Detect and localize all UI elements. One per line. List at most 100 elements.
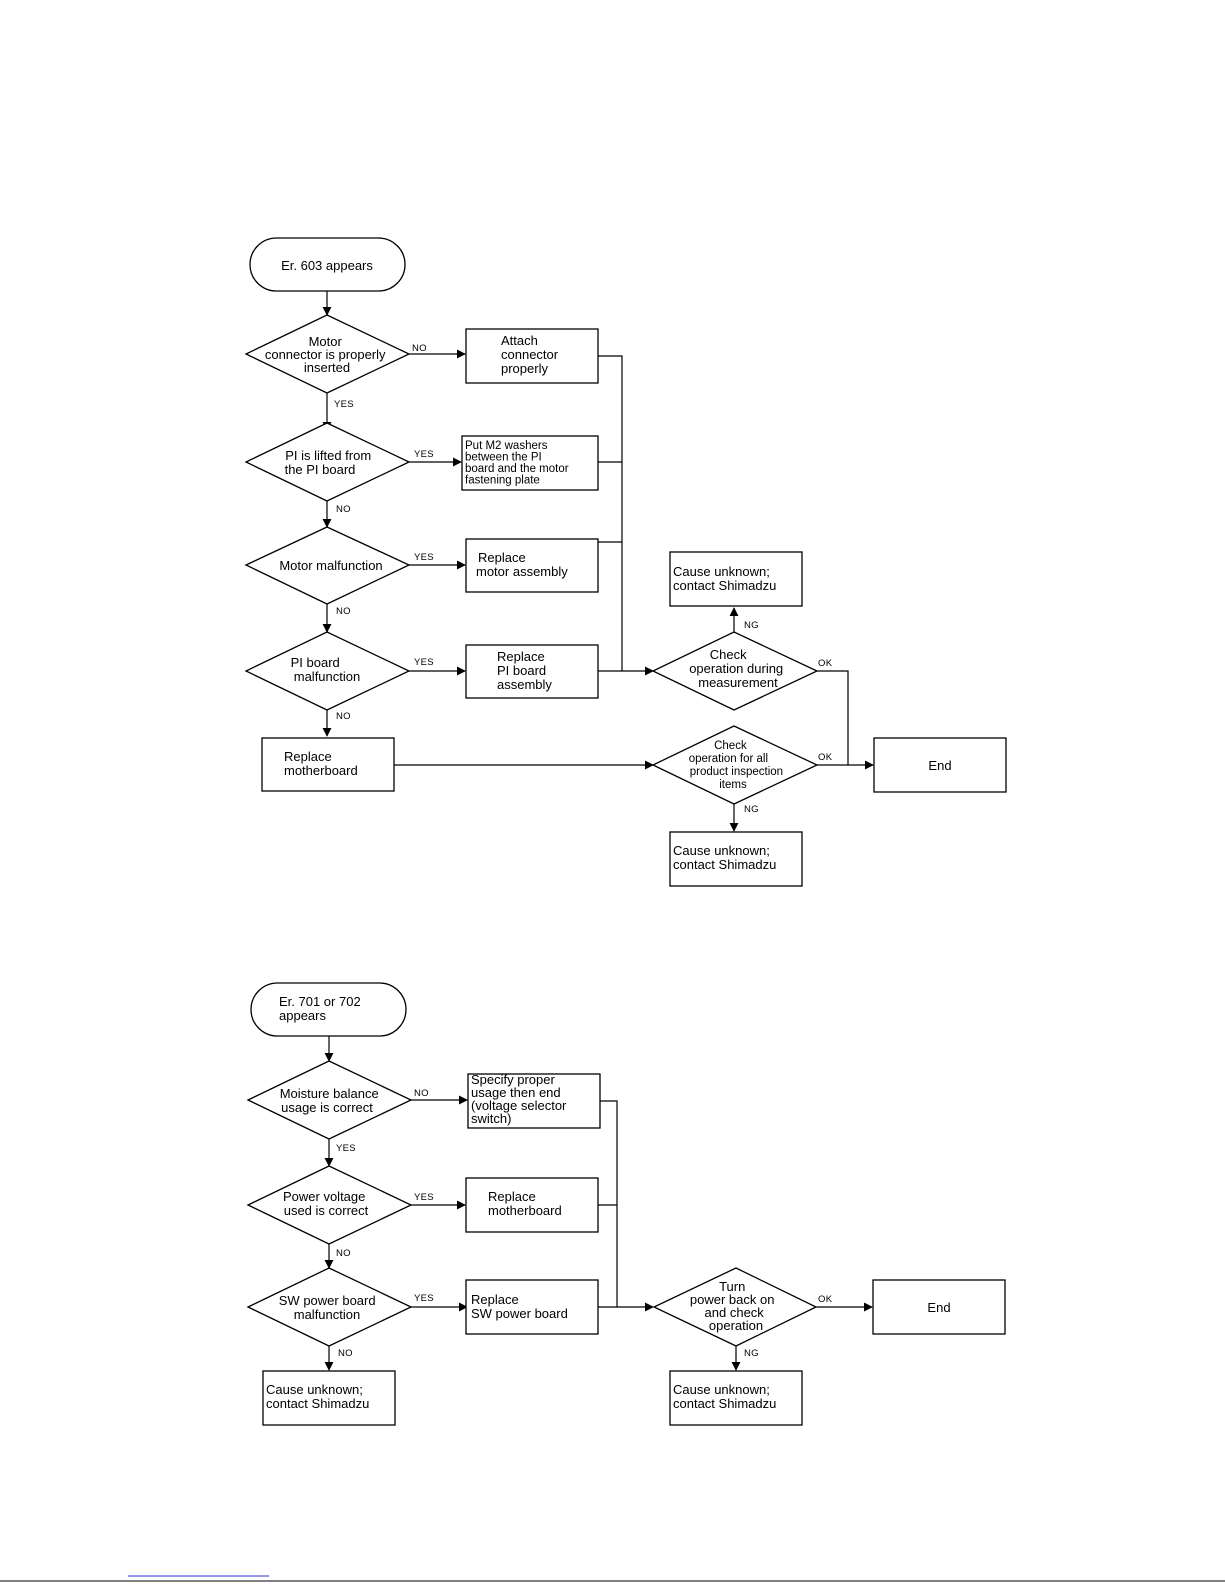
start-terminator (250, 982, 407, 1037)
process-text: Replace motherboard (488, 1189, 562, 1218)
text-line: Motor malfunction (279, 558, 382, 573)
text-line: fastening plate (465, 475, 540, 487)
text-line: Put M2 washers (465, 440, 548, 452)
edge-labels-er603: NO YES YES NO YES NO YES NO NG OK OK NG (334, 343, 833, 815)
text-line: Er. 701 or 702 (279, 994, 361, 1009)
process-box (465, 328, 599, 384)
text-line: operation for all (689, 753, 768, 765)
start-terminator (249, 237, 406, 292)
text-line: appears (279, 1008, 326, 1023)
text-line: Check (710, 647, 747, 662)
label-yes: YES (334, 399, 354, 410)
text-line: Cause unknown; (266, 1382, 363, 1397)
text-line: Replace (497, 649, 545, 664)
process-text: Put M2 washers between the PI board and … (465, 440, 572, 487)
process-cause-unknown-top: Cause unknown; contact Shimadzu (669, 551, 803, 607)
label-ok: OK (818, 1294, 833, 1305)
flowchart-er701-702: NO YES YES NO YES NO OK NG Er. 701 or 70… (246, 982, 1006, 1426)
text-line: product inspection (690, 766, 783, 778)
text-line: Cause unknown; (673, 564, 770, 579)
text-line: operation during (689, 661, 783, 676)
label-ok: OK (818, 658, 833, 669)
process-box (467, 1073, 601, 1129)
decision-diamond (651, 725, 819, 805)
text-line: between the PI (465, 452, 542, 464)
end-er701: End (872, 1279, 1006, 1335)
text-line: board and the motor (465, 463, 569, 475)
text-line: Cause unknown; (673, 1382, 770, 1397)
text-line: connector is properly (265, 347, 386, 362)
process-text: Cause unknown; contact Shimadzu (673, 564, 776, 593)
decision-motor-connector: Motor connector is properly inserted (244, 314, 411, 394)
decision-text: PI board malfunction (291, 655, 361, 684)
decision-text: Power voltage used is correct (283, 1189, 369, 1218)
edges-er603 (322, 291, 874, 832)
label-yes: YES (414, 657, 434, 668)
page-footer (0, 1575, 1225, 1582)
decision-diamond (651, 631, 819, 711)
text-line: malfunction (294, 1307, 360, 1322)
text-line: items (719, 779, 747, 791)
process-text: Cause unknown; contact Shimadzu (673, 843, 776, 872)
edges-er701 (324, 1036, 873, 1371)
process-replace-motor: Replace motor assembly (465, 538, 599, 593)
text-line: the PI board (285, 462, 356, 477)
process-text: Replace motor assembly (476, 550, 568, 579)
edge-check-measurement-ok (817, 670, 849, 765)
text-line: Motor (309, 334, 343, 349)
decision-diamond (246, 1060, 413, 1140)
text-line: Replace (471, 1292, 519, 1307)
text-line: properly (501, 361, 548, 376)
end-text: End (927, 1300, 950, 1315)
text-line: Turn (719, 1279, 745, 1294)
start-er701: Er. 701 or 702 appears (250, 982, 407, 1037)
edge-labels-er701: NO YES YES NO YES NO OK NG (336, 1088, 833, 1359)
decision-text: Turn power back on and check operation (690, 1279, 778, 1333)
text-line: Replace (478, 550, 526, 565)
text-line: operation (709, 1318, 763, 1333)
text-line: switch) (471, 1111, 511, 1126)
end-er603: End (873, 737, 1007, 793)
text-line: malfunction (294, 669, 360, 684)
label-no: NO (336, 711, 351, 722)
decision-text: SW power board malfunction (279, 1293, 379, 1322)
process-replace-pi-board: Replace PI board assembly (465, 644, 599, 699)
decision-pi-board: PI board malfunction (244, 631, 411, 711)
text-line: usage is correct (281, 1100, 373, 1115)
process-replace-sw-board: Replace SW power board (465, 1279, 599, 1335)
text-line: PI is lifted from (285, 448, 371, 463)
text-line: assembly (497, 677, 552, 692)
process-text: Cause unknown; contact Shimadzu (266, 1382, 369, 1411)
text-line: used is correct (284, 1203, 369, 1218)
decision-text: PI is lifted from the PI board (285, 448, 375, 477)
process-put-washers: Put M2 washers between the PI board and … (461, 435, 599, 491)
process-box (465, 644, 599, 699)
label-no: NO (336, 1248, 351, 1259)
process-box (465, 538, 599, 593)
text-line: Moisture balance (280, 1086, 379, 1101)
process-box (461, 435, 599, 491)
label-yes: YES (414, 449, 434, 460)
decision-text: Motor malfunction (279, 558, 382, 573)
text-line: power back on (690, 1292, 775, 1307)
decision-diamond (246, 1267, 413, 1347)
end-box (872, 1279, 1006, 1335)
label-ng: NG (744, 620, 759, 631)
text-line: connector (501, 347, 559, 362)
decision-diamond (244, 631, 411, 711)
process-text: Replace motherboard (284, 749, 358, 778)
process-box (465, 1177, 599, 1233)
edge-bus-collector (600, 1100, 618, 1307)
text-line: Replace (488, 1189, 536, 1204)
decision-text: Moisture balance usage is correct (280, 1086, 383, 1115)
text-line: PI board (291, 655, 340, 670)
process-box (669, 551, 803, 607)
text-line: motor assembly (476, 564, 568, 579)
process-specify-usage: Specify proper usage then end (voltage s… (467, 1072, 601, 1129)
decision-text: Check operation for all product inspecti… (689, 740, 787, 791)
decision-diamond (652, 1267, 818, 1347)
process-attach-connector: Attach connector properly (465, 328, 599, 384)
start-text: Er. 701 or 702 appears (279, 994, 364, 1023)
process-box (261, 737, 395, 792)
